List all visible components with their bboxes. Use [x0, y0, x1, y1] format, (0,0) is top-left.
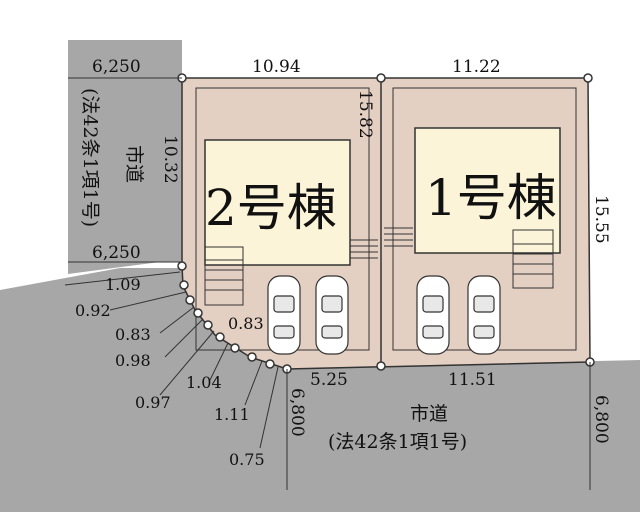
dim-bottom-left: 5.25	[310, 370, 348, 390]
building-2	[204, 139, 351, 266]
dim-center-divider: 15.82	[355, 90, 375, 139]
corner-dim-2: 0.92	[75, 301, 111, 320]
building-1	[414, 127, 561, 254]
dim-bottom-right: 11.51	[448, 370, 497, 390]
south-road-label: 市道	[410, 403, 448, 425]
south-road-sublabel: (法42条1項1号)	[328, 431, 467, 453]
car-icon	[315, 275, 349, 355]
car-icon	[267, 275, 301, 355]
west-road-sublabel: (法42条1項1号)	[79, 88, 101, 227]
car-icon	[467, 275, 501, 355]
stairs-2	[204, 239, 378, 306]
west-road-label: 市道	[123, 145, 145, 183]
dim-left-side: 10.32	[160, 135, 180, 184]
corner-dim-4: 0.98	[115, 351, 151, 370]
stairs-1	[384, 227, 554, 289]
dim-right-side: 15.55	[591, 195, 611, 244]
corner-dim-3: 0.83	[115, 325, 151, 344]
south-road-width-left: 6,800	[287, 388, 307, 437]
dim-inner-corner: 0.83	[228, 314, 264, 333]
corner-dim-8: 0.75	[229, 450, 265, 469]
corner-dim-5: 0.97	[135, 393, 171, 412]
dim-top-left: 10.94	[252, 57, 301, 77]
building-2-label: 2号棟	[205, 179, 337, 237]
boundary-markers	[177, 73, 595, 374]
car-icon	[416, 275, 450, 355]
corner-dim-1: 1.09	[105, 275, 141, 294]
west-road-width-top: 6,250	[92, 57, 141, 77]
building-1-label: 1号棟	[425, 169, 557, 227]
west-road	[68, 40, 182, 274]
south-road-width-right: 6,800	[591, 395, 611, 444]
dim-top-right: 11.22	[452, 57, 501, 77]
corner-dim-6: 1.04	[186, 373, 222, 392]
corner-dim-7: 1.11	[214, 405, 250, 424]
leader-lines	[64, 271, 279, 449]
south-road	[0, 268, 640, 512]
west-road-width-bottom: 6,250	[92, 243, 141, 263]
